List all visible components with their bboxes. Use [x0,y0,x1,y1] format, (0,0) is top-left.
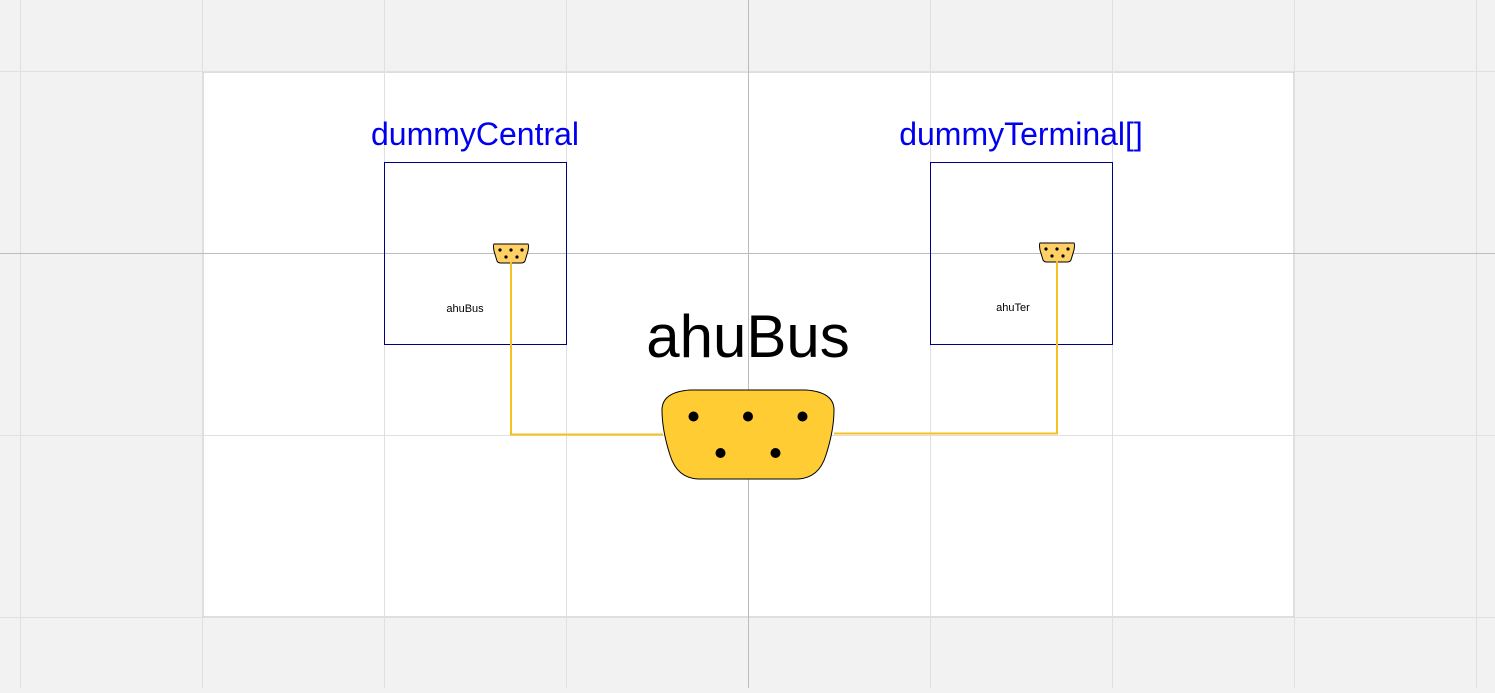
component-dummy-terminal[interactable]: dummyTerminal[] ahuTer [899,116,1143,345]
component-box [930,162,1113,345]
bus-connector-icon[interactable] [1039,242,1075,263]
bus-connector-icon[interactable] [493,243,529,264]
connection-terminal-to-bus [834,261,1058,435]
connections[interactable] [510,261,1058,436]
connection-central-to-bus [510,262,663,436]
bus-connector-icon[interactable] [661,389,835,480]
component-name: dummyTerminal[] [899,116,1143,152]
port-label: ahuTer [996,302,1030,314]
ahu-bus-connector[interactable]: ahuBus [646,303,850,480]
bus-title: ahuBus [646,303,850,370]
component-name: dummyCentral [371,116,579,152]
port-label: ahuBus [446,303,484,315]
component-dummy-central[interactable]: dummyCentral ahuBus [371,116,579,345]
component-box [384,162,567,345]
